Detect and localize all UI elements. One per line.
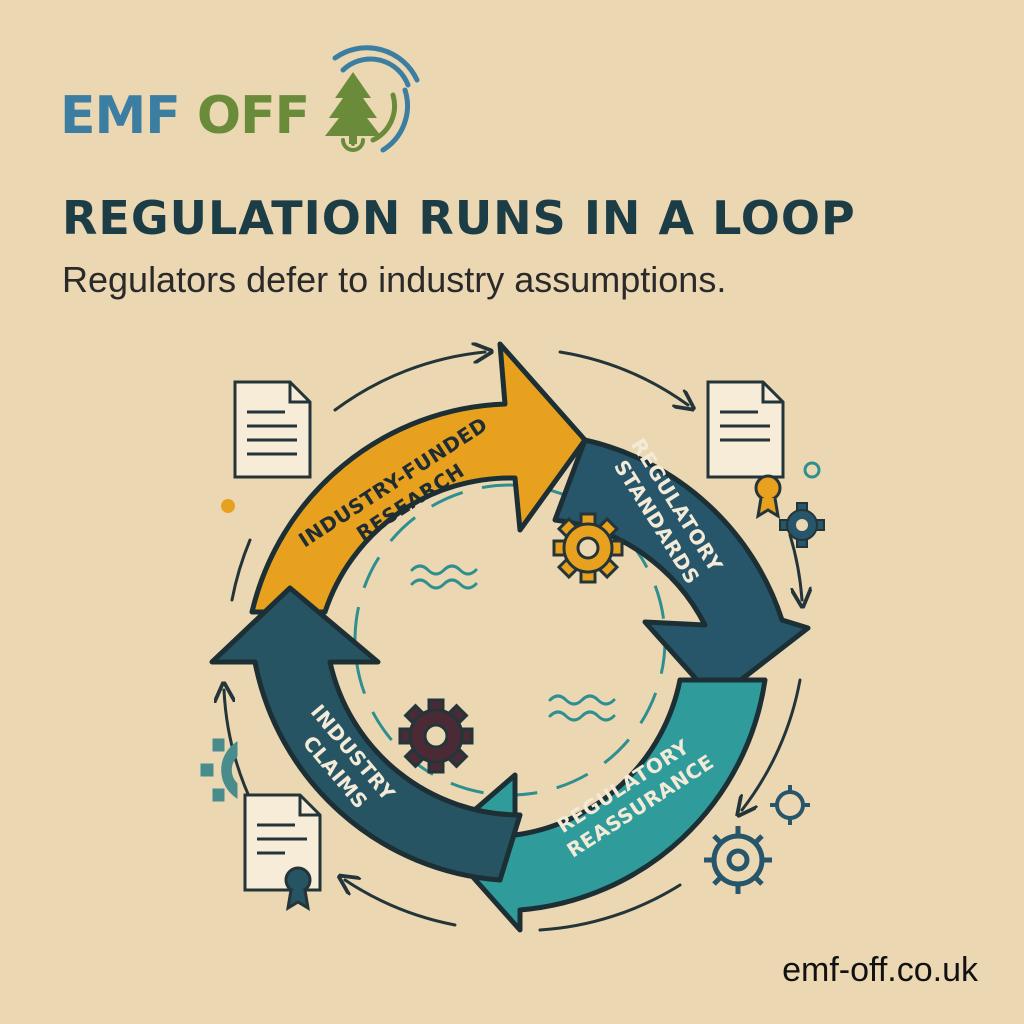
certificate-icon (754, 474, 782, 519)
brand-name-off: OFF (196, 86, 310, 146)
page-title: REGULATION RUNS IN A LOOP (62, 191, 856, 245)
arrow-industry-claims (209, 585, 523, 883)
tree-wifi-power-icon (325, 45, 420, 153)
wave-icon (410, 564, 478, 590)
document-icon (243, 793, 322, 892)
gear-icon (200, 738, 238, 802)
arrow-industry-funded-research (249, 341, 588, 615)
gear-icon (552, 512, 624, 584)
brand-wordmark: EMF OFF (60, 86, 310, 146)
page-subtitle: Regulators defer to industry assumptions… (62, 259, 727, 300)
arrow-regulatory-standards (552, 437, 811, 703)
gear-icon (779, 502, 825, 548)
wave-icon (548, 694, 616, 722)
brand-logo: EMF OFF (58, 40, 420, 160)
document-icon (233, 380, 312, 479)
gear-icon (398, 698, 474, 774)
brand-name-emf: EMF (60, 86, 181, 146)
ring-decoration (803, 461, 821, 479)
arrow-regulatory-reassurance (437, 677, 768, 933)
gear-icon (704, 826, 772, 894)
dot-decoration (221, 499, 235, 513)
certificate-icon (284, 866, 312, 911)
outer-cycle-arrows (224, 352, 802, 932)
footer-url: emf-off.co.uk (782, 951, 978, 989)
gear-icon (770, 785, 810, 825)
document-icon (706, 380, 785, 479)
